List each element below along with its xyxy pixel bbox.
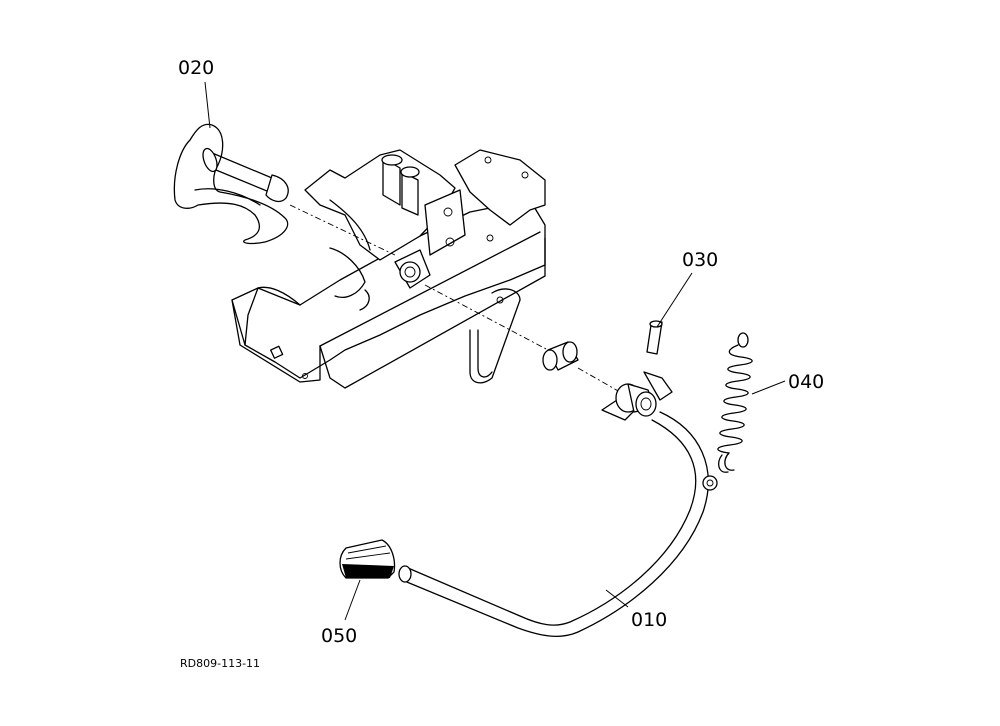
part-010-pedal-rod xyxy=(398,371,718,638)
pedal-frame-bracket xyxy=(231,149,546,389)
part-050-pedal-pad xyxy=(339,539,396,579)
callout-030: 030 xyxy=(682,249,718,271)
leader-lines xyxy=(204,81,786,621)
callout-020: 020 xyxy=(178,57,214,79)
part-020-pin-arm xyxy=(173,123,289,245)
bushing xyxy=(542,341,579,371)
reference-code: RD809-113-11 xyxy=(180,657,260,670)
callout-010: 010 xyxy=(631,609,667,631)
callout-050: 050 xyxy=(321,625,357,647)
callout-040: 040 xyxy=(788,371,824,393)
part-040-spring xyxy=(717,332,753,473)
part-030-pin xyxy=(646,320,663,355)
alignment-lines xyxy=(289,204,621,393)
